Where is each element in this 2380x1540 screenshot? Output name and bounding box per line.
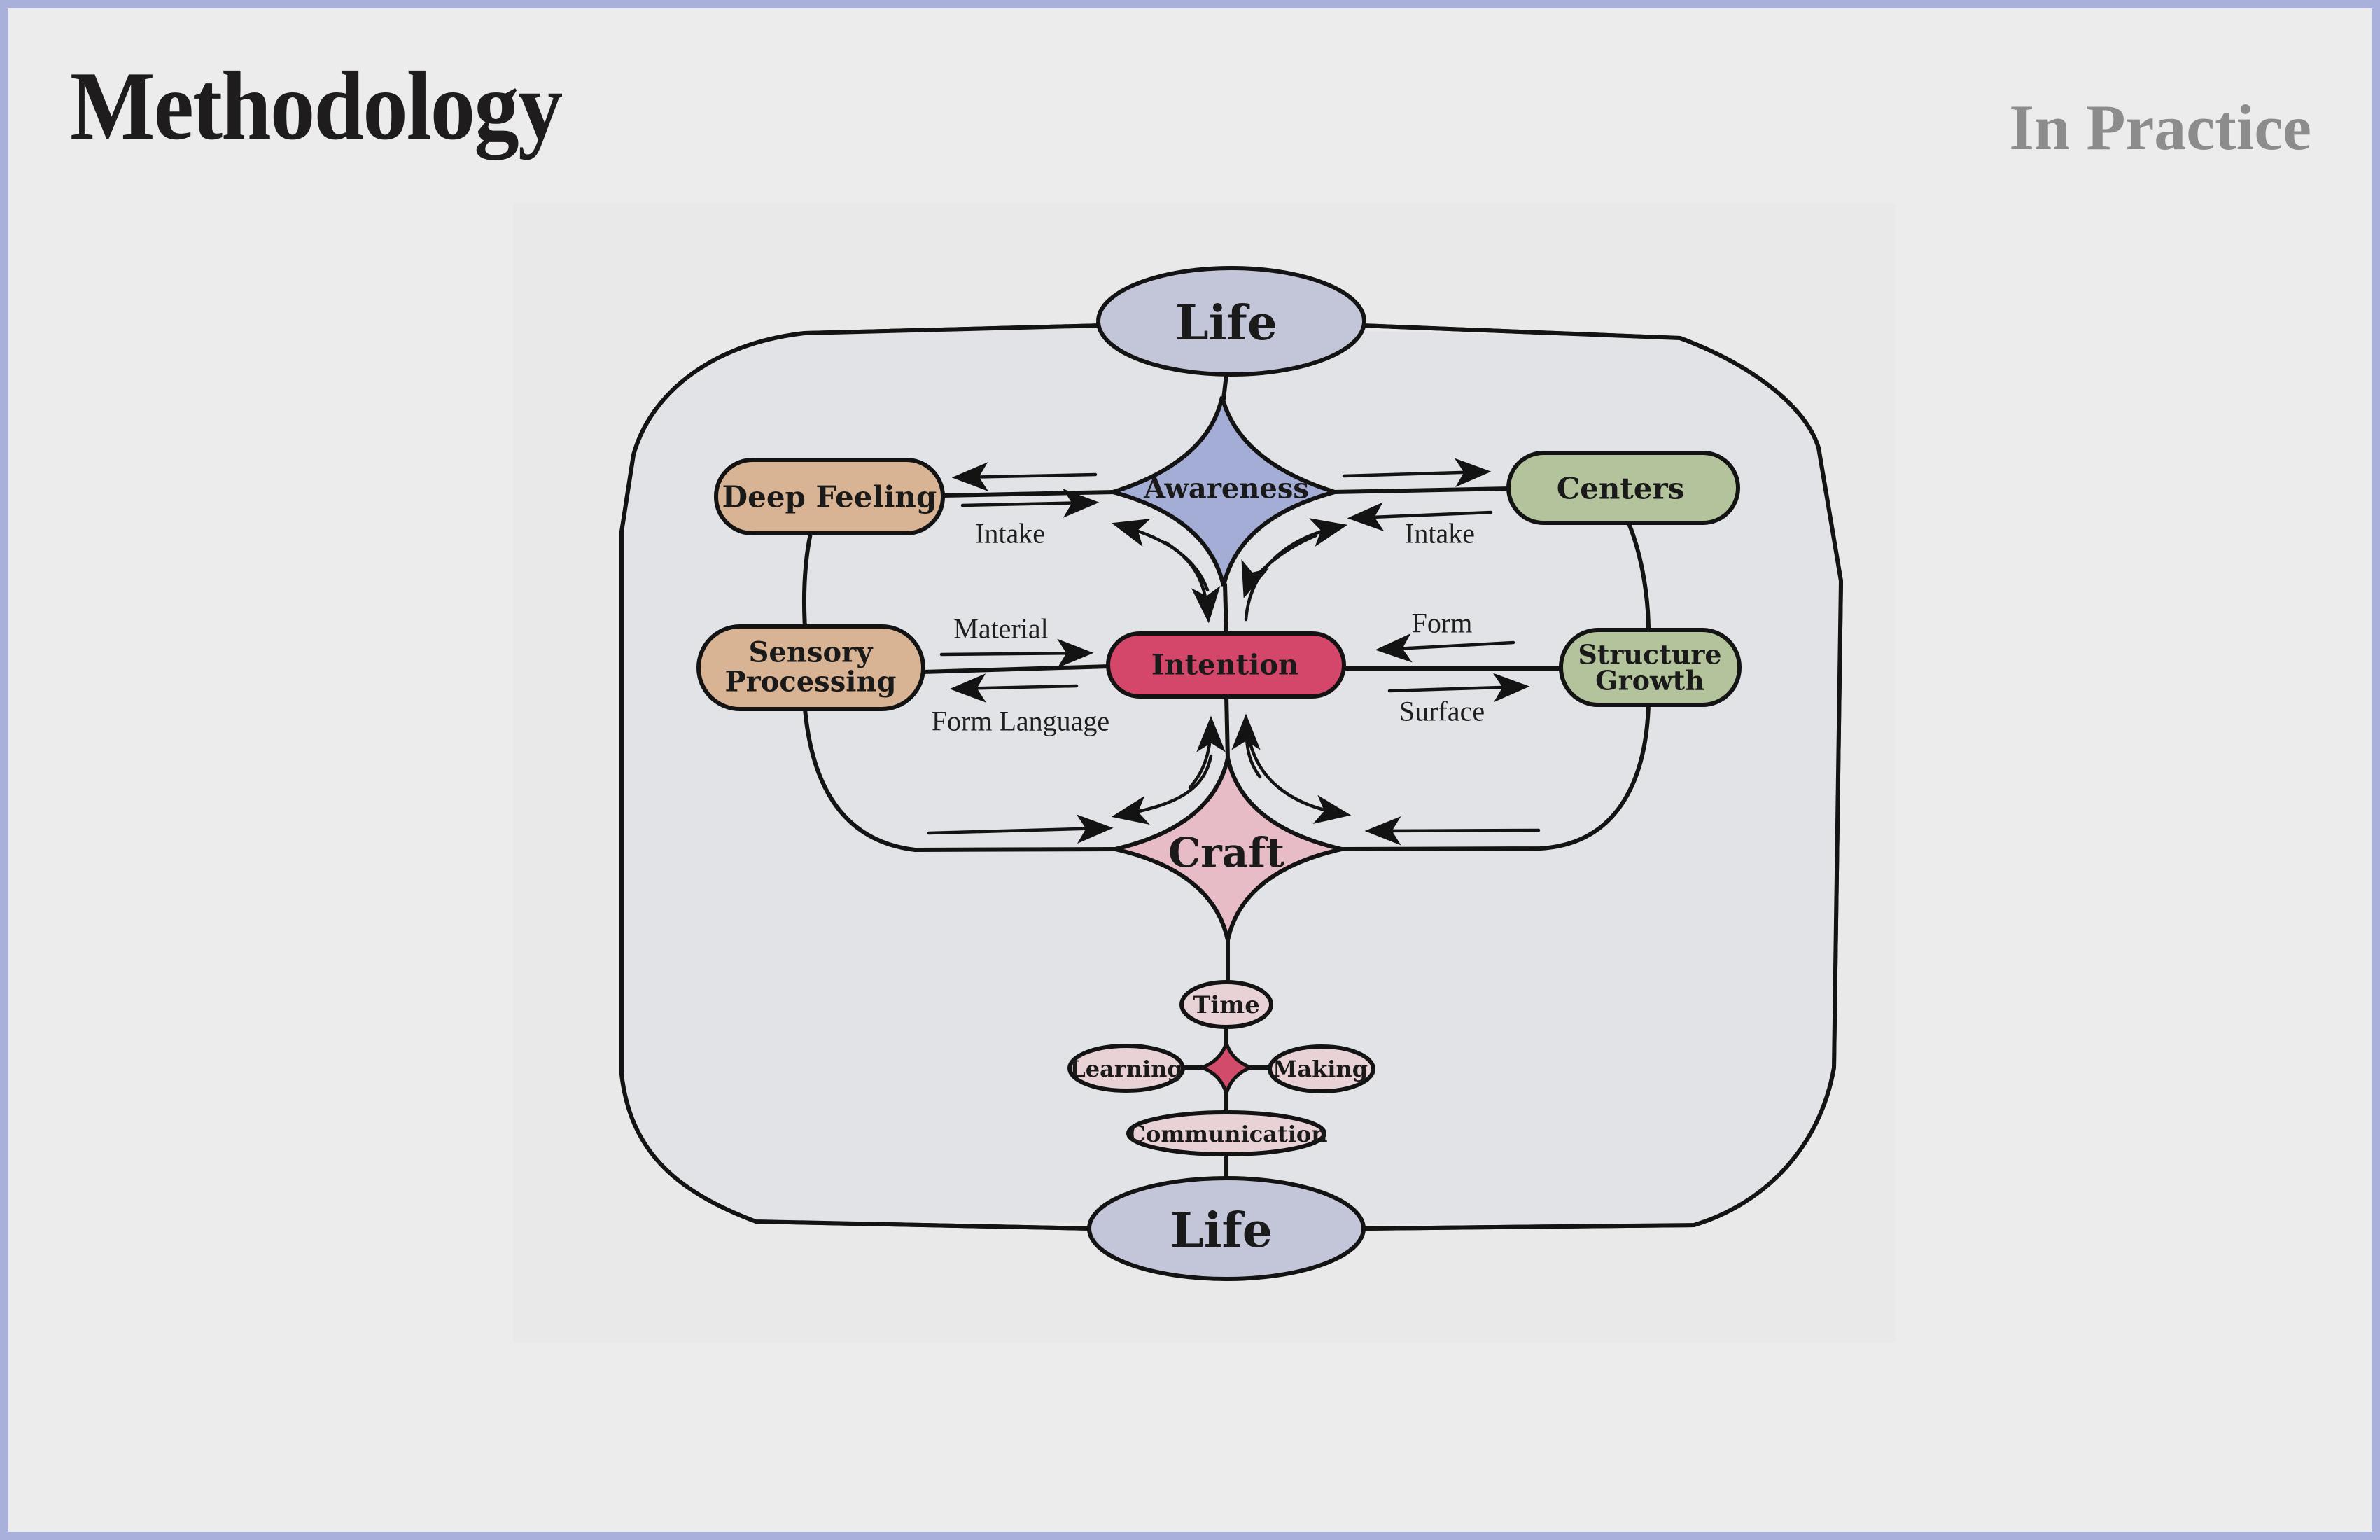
craft-core-diamond	[1196, 1037, 1256, 1100]
edge-label-form: Form	[1412, 608, 1473, 639]
outer-loop-line	[620, 323, 1843, 1231]
spine-life-awareness	[1222, 372, 1228, 401]
page-subtitle: In Practice	[2009, 92, 2311, 163]
arrow-awareness-intention-left-down	[1163, 540, 1221, 624]
node-life-bottom-label: Life	[1170, 1203, 1273, 1259]
edge-label-intake-left: Intake	[975, 518, 1045, 550]
node-centers-label: Centers	[1557, 472, 1685, 506]
arrow-intention-craft-left	[1111, 754, 1213, 825]
arrow-awareness-intention-right-up	[1241, 533, 1318, 598]
node-sensory-processing[interactable]: Sensory Processing	[696, 624, 925, 711]
link-structure-craft	[1339, 703, 1651, 851]
arrow-intention-to-structure	[1387, 673, 1530, 703]
link-awareness-centers	[1331, 486, 1512, 494]
node-structure-growth-line1: Structure	[1578, 639, 1721, 671]
node-time-label: Time	[1193, 991, 1260, 1019]
edge-label-surface: Surface	[1399, 696, 1485, 727]
link-sensory-craft	[803, 707, 1118, 852]
node-sensory-processing-line2: Processing	[725, 666, 897, 699]
node-centers[interactable]: Centers	[1506, 451, 1740, 525]
arrow-sensory-to-intention	[939, 638, 1094, 668]
arrow-right-loop-to-craft	[1364, 816, 1541, 846]
node-life-bottom[interactable]: Life	[1087, 1176, 1366, 1281]
arrow-awareness-to-centers	[1342, 458, 1492, 488]
arrow-intention-craft-left-up	[1188, 715, 1226, 790]
arrow-centers-to-awareness	[1347, 502, 1493, 532]
node-making-label: Making	[1273, 1056, 1368, 1082]
node-intention-label: Intention	[1152, 649, 1298, 682]
node-making[interactable]: Making	[1268, 1044, 1376, 1093]
node-deep-feeling-label: Deep Feeling	[722, 480, 937, 514]
node-awareness[interactable]: Awareness	[1105, 396, 1343, 587]
arrow-awareness-to-deepfeeling	[951, 462, 1098, 491]
arrow-intention-craft-right-up	[1231, 713, 1262, 779]
node-learning-label: Learning	[1070, 1056, 1183, 1082]
node-sensory-processing-line1: Sensory	[749, 636, 874, 669]
spine-awareness-intention	[1223, 582, 1228, 636]
link-deepfeeling-sensory	[802, 531, 813, 630]
node-time[interactable]: Time	[1180, 980, 1273, 1029]
node-structure-growth-line2: Growth	[1595, 665, 1704, 696]
node-awareness-label: Awareness	[1143, 472, 1309, 505]
page-title: Methodology	[70, 52, 563, 160]
node-life-top-label: Life	[1175, 295, 1278, 351]
edge-label-form-language: Form Language	[932, 706, 1110, 737]
edge-label-intake-right: Intake	[1405, 518, 1475, 550]
arrow-structure-to-intention	[1375, 634, 1516, 663]
spine-intention-craft	[1224, 694, 1230, 762]
node-learning[interactable]: Learning	[1068, 1044, 1185, 1093]
node-communication-label: Communication	[1128, 1121, 1328, 1147]
edge-label-material: Material	[953, 613, 1049, 645]
node-structure-growth[interactable]: Structure Growth	[1559, 628, 1742, 707]
node-craft-label: Craft	[1168, 829, 1284, 876]
node-communication[interactable]: Communication	[1126, 1110, 1328, 1156]
link-centers-structure	[1627, 522, 1651, 634]
node-deep-feeling[interactable]: Deep Feeling	[714, 458, 945, 536]
node-intention[interactable]: Intention	[1106, 631, 1346, 699]
arrow-deepfeeling-to-awareness	[960, 489, 1100, 518]
node-craft[interactable]: Craft	[1114, 757, 1343, 941]
arrow-left-loop-to-craft	[927, 814, 1114, 844]
arrow-intention-to-sensory	[949, 673, 1079, 703]
node-life-top[interactable]: Life	[1096, 266, 1366, 377]
